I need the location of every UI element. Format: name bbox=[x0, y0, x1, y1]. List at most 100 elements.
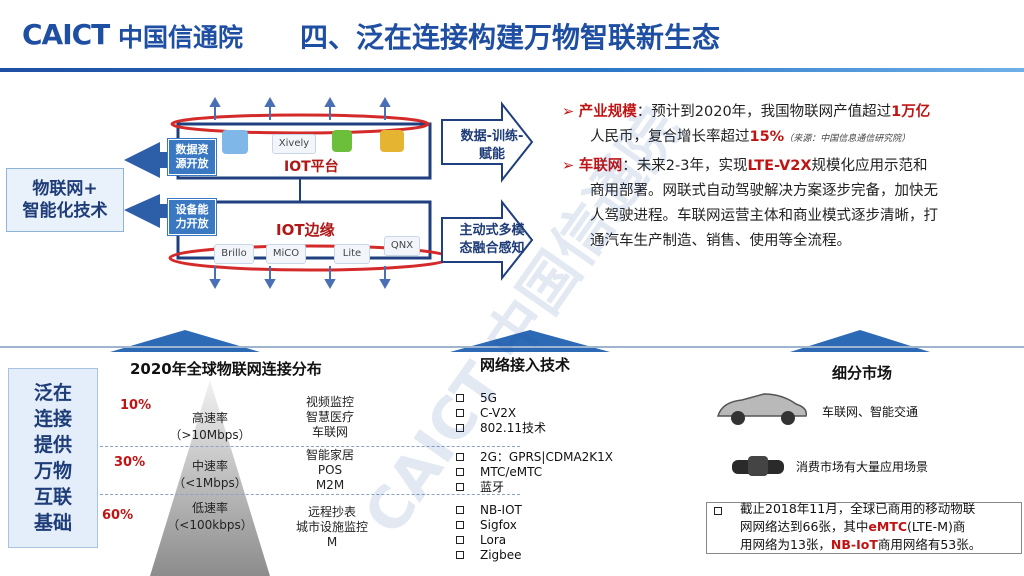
tech-label-line1: 物联网+ bbox=[32, 179, 98, 199]
wearable-icon bbox=[732, 456, 784, 476]
checkbox-icon bbox=[456, 521, 464, 529]
net-item: Zigbee bbox=[456, 548, 522, 563]
bullet-industry: ➢ 产业规模：预计到2020年，我国物联网产值超过1万亿 bbox=[562, 100, 1012, 125]
app-item: 视频监控 bbox=[305, 395, 354, 409]
tech-label-line2: 智能化技术 bbox=[22, 201, 108, 221]
checkbox-icon bbox=[456, 536, 464, 544]
bullet-v2x-hl: LTE-V2X bbox=[747, 158, 812, 174]
net-low-list: NB-IOT Sigfox Lora Zigbee bbox=[456, 503, 522, 563]
stat-line1: 截止2018年11月，全球已商用的移动物联 bbox=[740, 501, 976, 516]
training-arrow bbox=[441, 101, 534, 183]
checkbox-icon bbox=[456, 506, 464, 514]
app-item: 车联网 bbox=[311, 425, 348, 439]
cloud-icon bbox=[222, 130, 248, 154]
header-divider bbox=[0, 68, 1024, 72]
bullet-industry-line2: 人民币，复合增长率超过15%（来源：中国信息通信研究院） bbox=[562, 125, 1012, 152]
arrow-to-device-tag bbox=[124, 194, 170, 228]
net-item-label: NB-IOT bbox=[480, 503, 522, 517]
bullet-v2x-line3: 人驾驶进程。车联网运营主体和商业模式逐步清晰，打 bbox=[590, 208, 938, 224]
foundation-line3: 提供 bbox=[33, 434, 72, 456]
brillo-logo: Brillo bbox=[214, 244, 254, 264]
net-item: 蓝牙 bbox=[456, 480, 613, 495]
checkbox-icon bbox=[456, 551, 464, 559]
perception-label-line1: 主动式多模 bbox=[459, 223, 525, 238]
iot-architecture-diagram bbox=[124, 96, 534, 290]
car-icon bbox=[717, 393, 808, 425]
checkbox-icon bbox=[456, 424, 464, 432]
net-heading: 网络接入技术 bbox=[480, 356, 571, 374]
platform-logos bbox=[222, 130, 404, 154]
platform-up-arrows bbox=[209, 96, 391, 120]
tag-device-open: 设备能 力开放 bbox=[168, 199, 216, 235]
training-label-line2: 赋能 bbox=[478, 147, 505, 162]
distribution-pyramid bbox=[150, 380, 270, 576]
foundation-line5: 互联 bbox=[33, 486, 72, 508]
bullet-v2x-text-a: ：未来2-3年，实现 bbox=[622, 158, 748, 174]
tag-data-open: 数据资 源开放 bbox=[168, 139, 216, 175]
edge-label: IOT边缘 bbox=[276, 221, 335, 239]
net-item-label: MTC/eMTC bbox=[480, 465, 543, 479]
app-item: M bbox=[326, 535, 338, 549]
stat-line3: 用网络为13张，NB-IoT商用网络有53张。 bbox=[740, 536, 1020, 554]
platform-label: IOT平台 bbox=[284, 159, 339, 175]
net-item: NB-IOT bbox=[456, 503, 522, 518]
net-item-label: 2G：GPRS|CDMA2K1X bbox=[480, 450, 614, 464]
tier-high-pct: 10% bbox=[120, 398, 152, 413]
gear-icon bbox=[332, 130, 352, 152]
checkbox-icon bbox=[456, 394, 464, 402]
net-item: 2G：GPRS|CDMA2K1X bbox=[456, 450, 613, 465]
foundation-label-box: 泛在 连接 提供 万物 互联 基础 bbox=[8, 368, 98, 548]
perception-label-line2: 态融合感知 bbox=[459, 241, 525, 256]
checkbox-icon bbox=[456, 483, 464, 491]
tier-low-rate-name: 低速率 bbox=[191, 501, 228, 515]
checkbox-icon bbox=[714, 507, 722, 515]
stat-text-b: 网网络达到66张，其中 bbox=[740, 519, 869, 534]
logo-text-en: CAICT bbox=[22, 18, 110, 51]
xively-logo: Xively bbox=[272, 134, 316, 154]
mico-logo: MiCO bbox=[266, 244, 306, 264]
app-item: POS bbox=[317, 463, 343, 477]
pyramid-shape bbox=[150, 380, 270, 576]
bullet-v2x-line4: 通汽车生产制造、销售、使用等全流程。 bbox=[590, 233, 851, 249]
training-label: 数据-训练- 赋能 bbox=[450, 128, 534, 164]
tier-mid-pct: 30% bbox=[114, 455, 146, 470]
bullet-industry-text-b: 人民币，复合增长率超过 bbox=[590, 129, 750, 145]
tier-divider-2 bbox=[100, 494, 520, 495]
net-item: MTC/eMTC bbox=[456, 465, 613, 480]
tier-low-pct: 60% bbox=[102, 508, 134, 523]
net-item: 5G bbox=[456, 391, 546, 406]
net-item: 802.11技术 bbox=[456, 421, 546, 436]
logo-text-cn: 中国信通院 bbox=[118, 23, 244, 52]
bullet-industry-text-a: ：预计到2020年，我国物联网产值超过 bbox=[636, 104, 892, 120]
bullet-industry-label: 产业规模 bbox=[578, 104, 637, 120]
page-title: 四、泛在连接构建万物智联新生态 bbox=[300, 21, 721, 54]
stat-line2: 网网络达到66张，其中eMTC(LTE-M)商 bbox=[740, 518, 1020, 536]
app-item: 智慧医疗 bbox=[305, 410, 354, 424]
stat-text-d: 用网络为13张， bbox=[740, 537, 831, 552]
bottom-divider bbox=[0, 346, 1024, 348]
market-car: 车联网、智能交通 bbox=[822, 405, 919, 419]
arrow-to-data-tag bbox=[124, 142, 170, 178]
tier-low-rate-value: （<100kbps） bbox=[167, 518, 253, 532]
app-item: 城市设施监控 bbox=[295, 520, 368, 534]
stat-text: 截止2018年11月，全球已商用的移动物联 网网络达到66张，其中eMTC(LT… bbox=[740, 500, 1020, 554]
net-item: C-V2X bbox=[456, 406, 546, 421]
tier-high-rate-value: （>10Mbps） bbox=[169, 428, 251, 442]
lite-logo: Lite bbox=[334, 244, 370, 264]
tier-mid-rate-name: 中速率 bbox=[191, 459, 228, 473]
net-item: Sigfox bbox=[456, 518, 522, 533]
qnx-logo: QNX bbox=[384, 236, 420, 256]
tier-mid-rate-value: （<1Mbps） bbox=[173, 476, 247, 490]
bullet-industry-hl1: 1万亿 bbox=[891, 104, 931, 120]
edge-down-arrows bbox=[209, 266, 391, 290]
tier-divider-1 bbox=[100, 446, 520, 447]
market-heading: 细分市场 bbox=[832, 364, 893, 382]
net-item-label: Lora bbox=[480, 533, 507, 547]
perception-arrow bbox=[441, 199, 534, 281]
net-mid-list: 2G：GPRS|CDMA2K1X MTC/eMTC 蓝牙 bbox=[456, 450, 613, 495]
stat-nbiot: NB-IoT bbox=[830, 537, 878, 552]
tech-label-box: 物联网+ 智能化技术 bbox=[6, 168, 124, 232]
training-label-line1: 数据-训练- bbox=[460, 129, 524, 144]
stat-text-c: (LTE-M)商 bbox=[907, 519, 966, 534]
bullet-v2x-text-b: 规模化应用示范和 bbox=[811, 158, 928, 174]
